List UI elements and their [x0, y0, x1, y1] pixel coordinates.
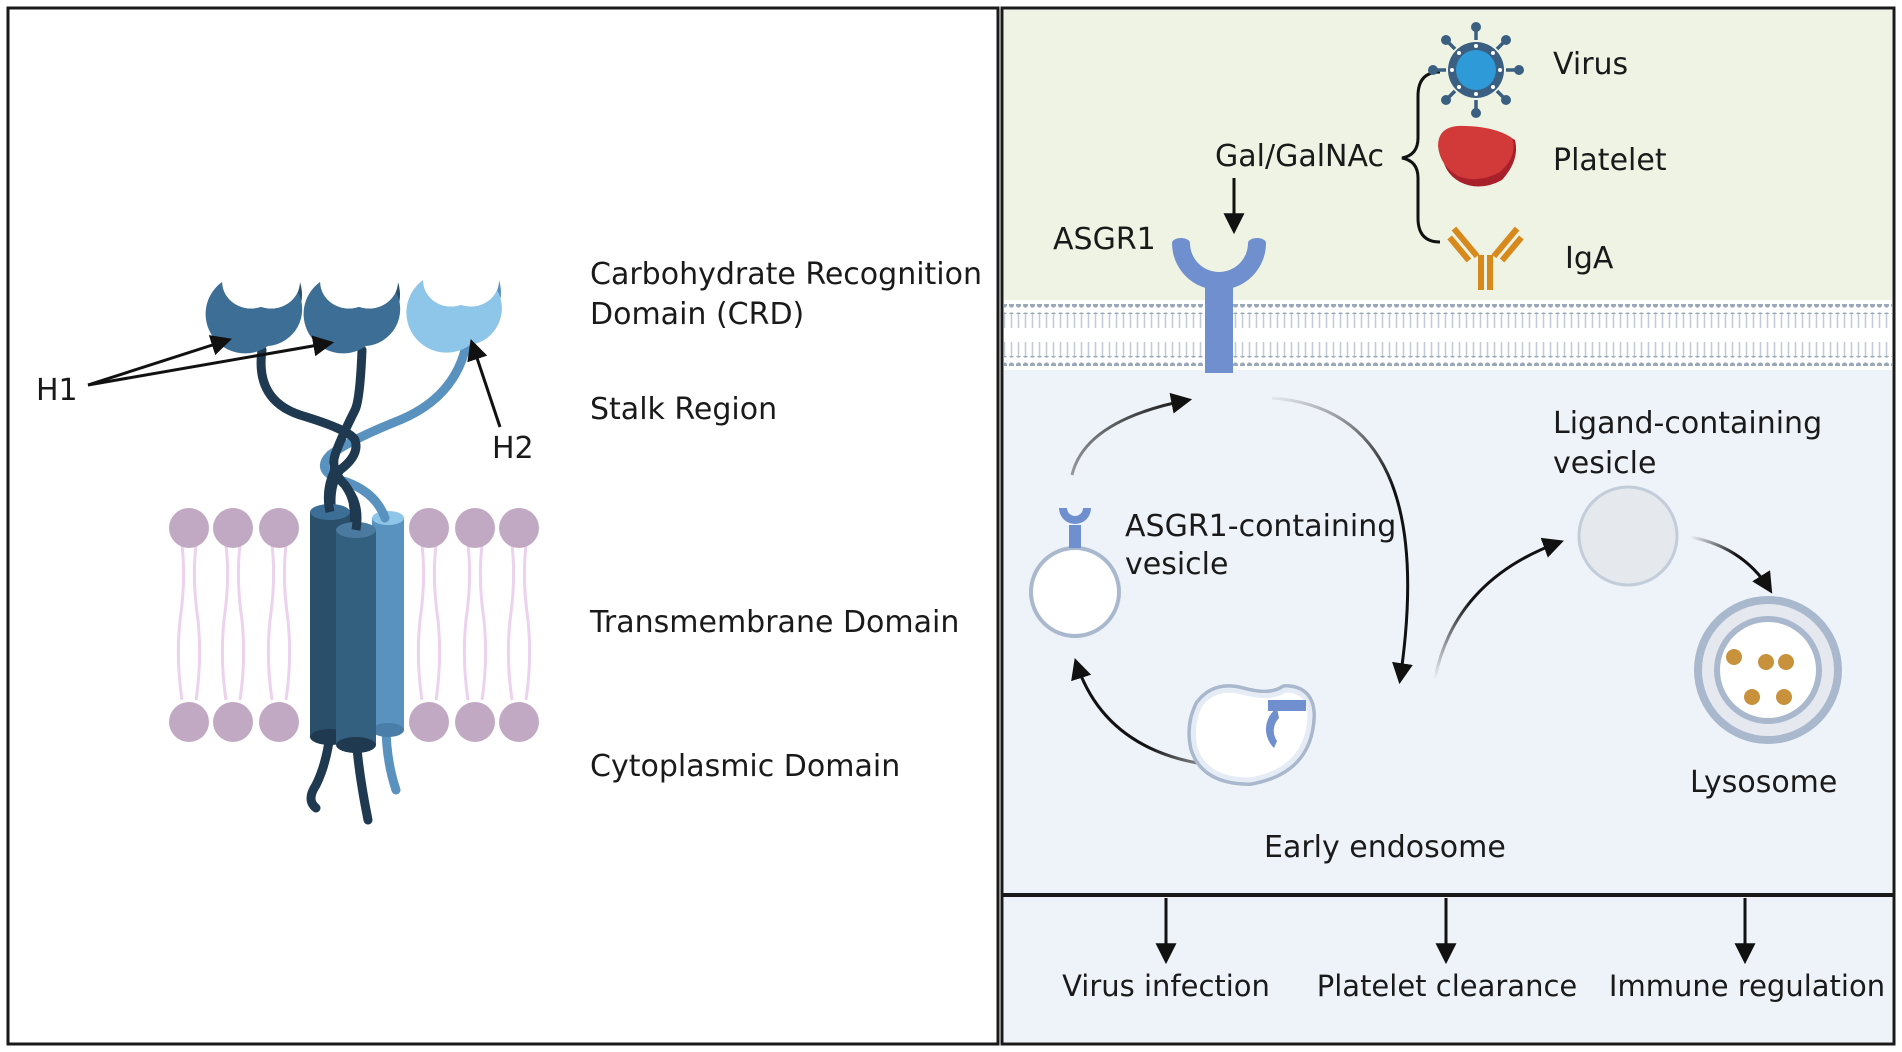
h2-label: H2	[492, 431, 534, 466]
transmembrane-helix-h1b	[336, 522, 376, 753]
cytoplasmic-tail-h1a	[306, 730, 335, 813]
asgr1-label: ASGR1	[1053, 222, 1156, 257]
crd-label-line2: Domain (CRD)	[590, 297, 804, 332]
outcome-platelet-clearance: Platelet clearance	[1317, 969, 1578, 1003]
asgr1-containing-vesicle	[1029, 508, 1121, 638]
asgr1-receptor	[1172, 238, 1266, 373]
crd-h2	[406, 280, 502, 353]
lysosome	[1694, 596, 1842, 744]
outcome-virus-infection: Virus infection	[1062, 969, 1270, 1003]
asgr-protein-complex	[205, 280, 502, 825]
early-endosome-label: Early endosome	[1264, 830, 1506, 865]
early-endosome	[1187, 684, 1316, 786]
arrow-ligand-vesicle-to-lysosome	[1684, 534, 1773, 594]
ligand-containing-vesicle	[1577, 485, 1679, 587]
platelet-icon	[1438, 125, 1517, 187]
asgr1-vesicle-label-line1: ASGR1-containing	[1125, 509, 1396, 544]
h2-pointer-arrow	[467, 339, 502, 428]
iga-antibody-icon	[1447, 226, 1524, 290]
gal-galnac-label: Gal/GalNAc	[1215, 139, 1384, 174]
cytoplasmic-label: Cytoplasmic Domain	[590, 749, 900, 784]
transmembrane-helix-h2	[372, 511, 404, 737]
arrow-membrane-to-endosome	[1271, 396, 1413, 685]
h1-label: H1	[36, 373, 78, 408]
virus-label: Virus	[1553, 47, 1628, 82]
crd-label-line1: Carbohydrate Recognition	[590, 257, 982, 292]
ligand-vesicle-label-line1: Ligand-containing	[1553, 406, 1822, 441]
virus-icon	[1428, 22, 1524, 118]
ligand-vesicle-label-line2: vesicle	[1553, 446, 1656, 481]
arrow-vesicle-to-membrane	[1070, 392, 1193, 476]
outcome-arrows	[1155, 898, 1756, 965]
lysosome-label: Lysosome	[1690, 765, 1837, 800]
ligand-brace	[1401, 70, 1441, 244]
arrow-endosome-to-ligand-vesicle	[1433, 537, 1564, 679]
platelet-label: Platelet	[1553, 143, 1667, 178]
plasma-membrane	[1004, 300, 1892, 370]
transmembrane-label: Transmembrane Domain	[589, 605, 959, 640]
iga-label: IgA	[1565, 241, 1614, 276]
asgr1-vesicle-label-line2: vesicle	[1125, 547, 1228, 582]
lipid-bilayer	[169, 508, 539, 742]
outcome-immune-regulation: Immune regulation	[1609, 969, 1885, 1003]
stalk-label: Stalk Region	[590, 392, 777, 427]
h1-pointer-arrows	[87, 335, 335, 387]
